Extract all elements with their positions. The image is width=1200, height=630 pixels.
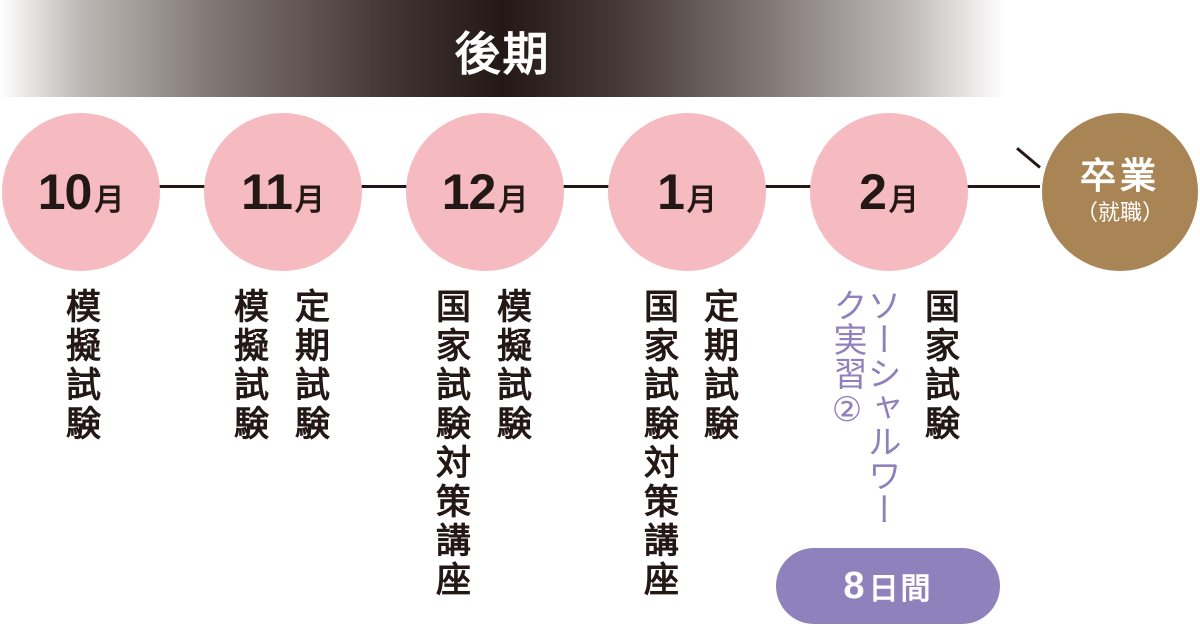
- connector-line: [360, 185, 410, 188]
- event-nov-mock-exam: 模擬試験: [228, 288, 268, 444]
- connector-line: [764, 185, 814, 188]
- duration-number: 8: [843, 564, 865, 607]
- month-number: 10: [37, 164, 93, 220]
- month-number: 11: [241, 164, 293, 220]
- arrow-head-icon: [1016, 147, 1041, 169]
- event-feb-national-exam: 国家試験: [919, 288, 959, 444]
- month-unit: 月: [686, 183, 717, 218]
- month-circle-jan: 1 月: [608, 113, 766, 271]
- event-feb-social-work-practicum: ソーシャルワーク実習②: [827, 288, 901, 526]
- graduation-label: 卒業: [1079, 156, 1160, 197]
- month-unit: 月: [294, 183, 325, 218]
- period-banner: 後期: [0, 0, 1005, 97]
- month-number: 1: [657, 164, 685, 220]
- event-jan-regular-exam: 定期試験: [698, 288, 738, 444]
- period-title: 後期: [454, 27, 551, 81]
- month-circle-dec: 12 月: [406, 113, 564, 271]
- month-circle-feb: 2 月: [810, 113, 968, 271]
- month-unit: 月: [498, 183, 529, 218]
- month-unit: 月: [94, 183, 125, 218]
- connector-line: [158, 185, 208, 188]
- connector-line: [562, 185, 612, 188]
- month-circle-oct: 10 月: [2, 113, 160, 271]
- duration-unit: 日間: [868, 572, 933, 607]
- month-circle-nov: 11 月: [204, 113, 362, 271]
- event-oct-mock-exam: 模擬試験: [60, 288, 100, 444]
- graduation-circle: 卒業 （就職）: [1042, 113, 1198, 271]
- graduation-sublabel: （就職）: [1075, 201, 1164, 226]
- month-number: 2: [859, 164, 887, 220]
- connector-line: [966, 185, 1040, 188]
- month-number: 12: [441, 164, 497, 220]
- duration-badge: 8 日間: [776, 548, 1000, 624]
- event-dec-national-exam-course: 国家試験対策講座: [430, 288, 470, 600]
- event-nov-regular-exam: 定期試験: [289, 288, 329, 444]
- event-jan-national-exam-course: 国家試験対策講座: [638, 288, 678, 600]
- event-dec-mock-exam: 模擬試験: [491, 288, 531, 444]
- month-unit: 月: [888, 183, 919, 218]
